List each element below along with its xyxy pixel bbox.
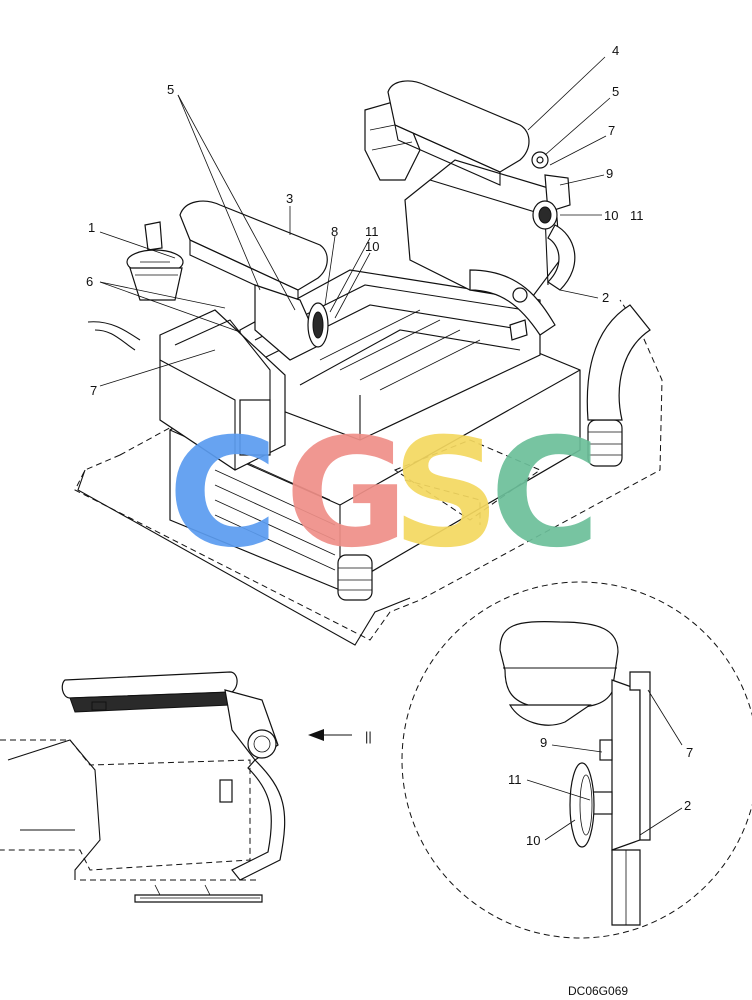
callout-10-right: 10 — [604, 208, 618, 223]
left-armrest — [179, 200, 329, 361]
watermark-letter-g: G — [285, 407, 408, 581]
callout-11-mid: 11 — [365, 224, 379, 239]
detail-armrest-end — [499, 621, 619, 709]
detail-callout-7: 7 — [686, 745, 693, 760]
detail-leader-lines — [526, 689, 683, 841]
callout-7-right: 7 — [608, 123, 615, 138]
base-ribs — [214, 454, 336, 571]
callout-9: 9 — [606, 166, 613, 181]
side-rail-detail — [140, 884, 260, 899]
base-hidden-lines — [393, 439, 542, 525]
front-block — [239, 399, 271, 456]
left-control-tower — [126, 221, 184, 301]
seat-pan-slots — [319, 309, 481, 391]
callout-4: 4 — [612, 43, 619, 58]
detail-callouts: 9 7 11 2 10 — [508, 735, 693, 848]
seat-pan-rails — [254, 284, 526, 440]
callout-3: 3 — [286, 191, 293, 206]
callout-11-right: 11 — [630, 208, 644, 223]
callout-1: 1 — [88, 220, 95, 235]
callout-7-left: 7 — [90, 383, 97, 398]
detail-spacer — [599, 739, 613, 761]
side-block — [219, 779, 233, 803]
detail-bracket — [611, 679, 641, 851]
side-knob — [247, 729, 277, 759]
watermark-letter-c2: C — [490, 407, 600, 581]
view-arrow-head — [308, 729, 324, 741]
watermark: C G S C — [168, 407, 600, 581]
callout-2: 2 — [602, 290, 609, 305]
pivot-bolt — [512, 287, 528, 303]
suspension-feet — [337, 304, 651, 601]
detail-knob — [569, 762, 595, 848]
callout-5-right: 5 — [612, 84, 619, 99]
main-leader-lines — [99, 56, 611, 387]
main-assembly-view — [74, 56, 663, 646]
detail-callout-11: 11 — [508, 772, 522, 787]
view-mark: || — [365, 729, 372, 744]
right-armrest-support — [404, 159, 576, 336]
detail-view — [401, 581, 752, 939]
rear-clip — [509, 319, 528, 341]
floor-plate — [77, 469, 411, 646]
side-armrest-grip — [91, 701, 107, 711]
side-frame-edge — [7, 739, 101, 880]
detail-callout-2: 2 — [684, 798, 691, 813]
callout-5-left: 5 — [167, 82, 174, 97]
watermark-letter-c: C — [168, 407, 278, 581]
detail-callout-10: 10 — [526, 833, 540, 848]
callout-8: 8 — [331, 224, 338, 239]
watermark-letter-s: S — [392, 407, 500, 581]
side-base-frame — [0, 739, 251, 871]
main-callouts: 4 5 7 9 10 11 2 3 5 1 6 7 8 11 10 — [86, 43, 644, 398]
callout-10-mid: 10 — [365, 239, 379, 254]
left-hose — [87, 321, 141, 351]
detail-callout-9: 9 — [540, 735, 547, 750]
side-support-tube — [231, 759, 286, 881]
detail-plate — [629, 671, 651, 841]
detail-armrest-lower — [508, 704, 592, 726]
drawing-code: DC06G069 — [568, 984, 628, 998]
side-view: || — [0, 671, 372, 903]
callout-6: 6 — [86, 274, 93, 289]
side-rail — [134, 894, 263, 903]
